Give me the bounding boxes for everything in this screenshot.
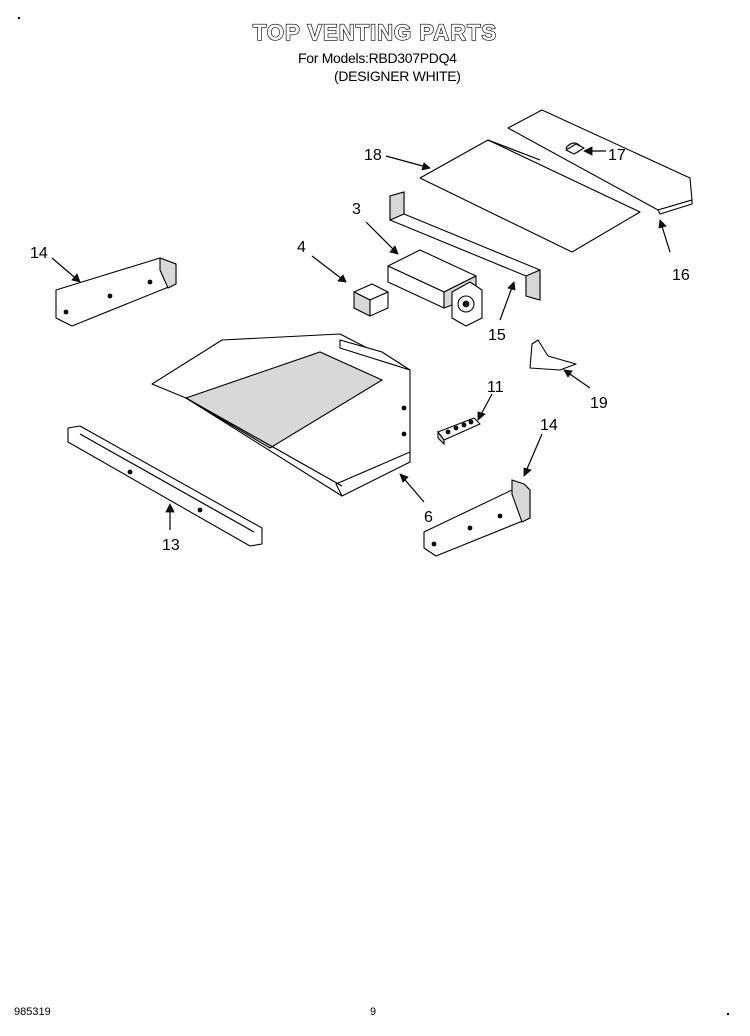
part-15-bracket: [389, 191, 541, 301]
model-line: For Models:RBD307PDQ4: [298, 50, 457, 66]
page-number: 9: [370, 1006, 377, 1018]
callout-18: 18: [364, 147, 382, 164]
corner-mark: [18, 17, 20, 19]
callout-16: 16: [672, 267, 690, 284]
part-17-clip: [565, 143, 585, 155]
part-6-duct: [151, 333, 411, 497]
part-4-block: [353, 283, 389, 317]
callout-19: 19: [590, 395, 608, 412]
callout-14-left: 14: [30, 245, 48, 262]
leader-lines: [51, 146, 671, 530]
part-11-terminal-block: [437, 417, 481, 446]
part-19-bracket: [529, 339, 577, 371]
part-14-left-bracket: [55, 257, 177, 327]
callout-3: 3: [352, 201, 361, 218]
callout-4: 4: [297, 239, 306, 256]
part-18-panel: [419, 139, 641, 253]
callout-6: 6: [424, 509, 433, 526]
corner-mark: [727, 1013, 729, 1015]
part-13-channel: [67, 425, 263, 547]
callout-11: 11: [487, 379, 504, 396]
callout-14-right: 14: [540, 417, 558, 434]
callout-17: 17: [608, 147, 626, 164]
part-3-motor-assembly: [387, 249, 483, 327]
doc-number: 985319: [14, 1006, 51, 1018]
callout-15: 15: [488, 327, 506, 344]
part-16-top-cover: [507, 109, 693, 215]
page-title: TOP VENTING PARTS: [252, 19, 498, 45]
part-14-right-bracket: [423, 479, 531, 557]
callout-13: 13: [162, 537, 180, 554]
color-line: (DESIGNER WHITE): [334, 68, 461, 84]
